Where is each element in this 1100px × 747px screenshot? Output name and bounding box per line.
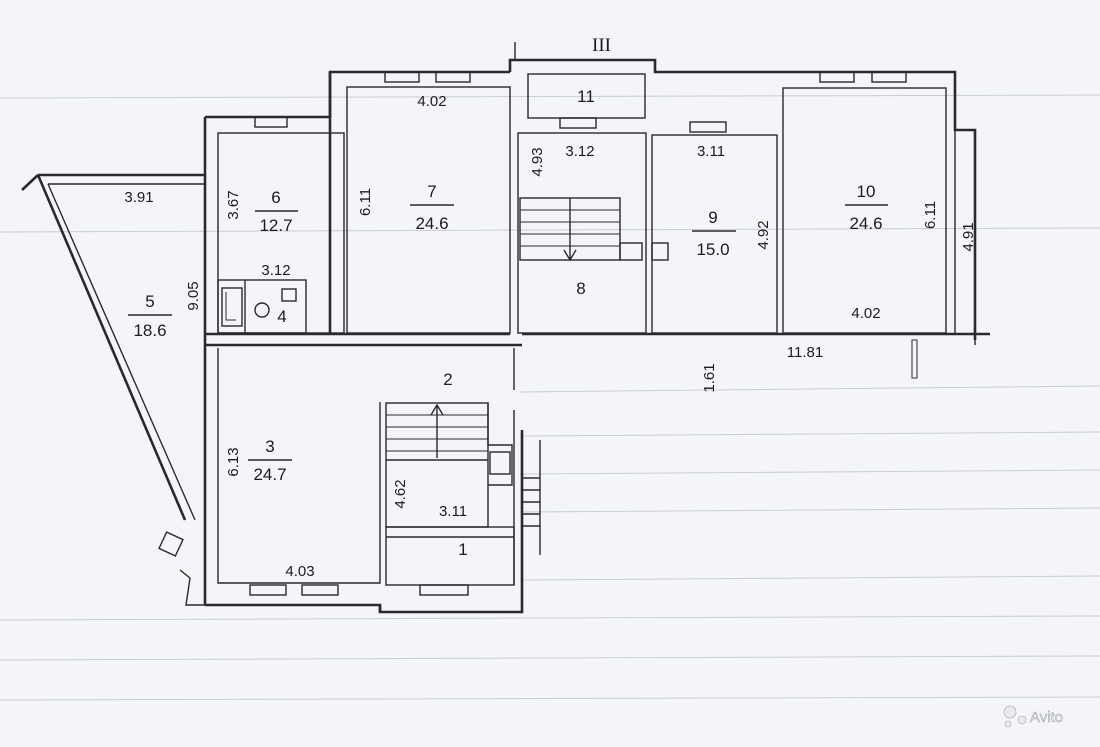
dimension-labels: 3.91 3.67 9.05 3.12 4.02 6.11 4.93 3.12 … [124,93,977,580]
dim-3-67: 3.67 [225,190,242,219]
room-9-area: 15.0 [696,240,729,259]
dim-4-03: 4.03 [285,563,314,580]
dim-4-93: 4.93 [529,147,546,176]
dim-3-12-wc: 3.12 [261,262,290,279]
room-5-number: 5 [145,292,154,311]
room-6-area: 12.7 [259,216,292,235]
windows [249,71,907,596]
dim-6-13: 6.13 [225,447,242,476]
dim-3-11-r9: 3.11 [697,143,725,160]
dim-4-92: 4.92 [755,220,772,249]
axis-label: III [592,35,611,56]
entry-steps [522,440,541,555]
avito-watermark: Avito [1003,705,1063,728]
room-labels: 1 2 3 24.7 4 5 18.6 6 12.7 7 24.6 8 9 15… [128,87,888,559]
room-9-number: 9 [708,208,717,227]
dim-6-11-r7: 6.11 [357,188,374,216]
dim-3-11-r1: 3.11 [439,503,467,520]
dim-1-61: 1.61 [701,363,718,392]
room-5-area: 18.6 [133,321,166,340]
room-6-number: 6 [271,188,280,207]
outer-walls [205,58,990,614]
inner-walls [217,73,976,586]
dim-9-05: 9.05 [185,281,202,310]
stairs-room-2 [386,403,511,475]
room-11-number: 11 [577,87,595,106]
dim-3-12-r8: 3.12 [565,143,594,160]
room-7-number: 7 [427,182,436,201]
room-1-number: 1 [458,540,467,559]
room-10-area: 24.6 [849,214,882,233]
dim-4-91: 4.91 [960,222,977,251]
room-3-area: 24.7 [253,465,286,484]
room-2-number: 2 [443,370,452,389]
stairs-room-8 [519,197,669,262]
room-10-number: 10 [857,182,876,201]
dim-3-91: 3.91 [124,189,153,206]
background-lines [0,94,1100,701]
room-7-area: 24.6 [415,214,448,233]
dim-11-81: 11.81 [787,344,823,361]
dim-4-02-top: 4.02 [417,93,446,110]
room-8-number: 8 [576,279,585,298]
dim-4-62: 4.62 [392,479,409,508]
room-4-number: 4 [277,307,286,326]
watermark-text: Avito [1030,709,1063,726]
room-3-number: 3 [265,437,274,456]
wc-fixtures [221,287,297,327]
dim-4-02-r10: 4.02 [851,305,880,322]
room-5-outline [21,117,207,606]
avito-logo-icon [1003,705,1017,719]
dim-6-11-r10: 6.11 [922,201,939,229]
